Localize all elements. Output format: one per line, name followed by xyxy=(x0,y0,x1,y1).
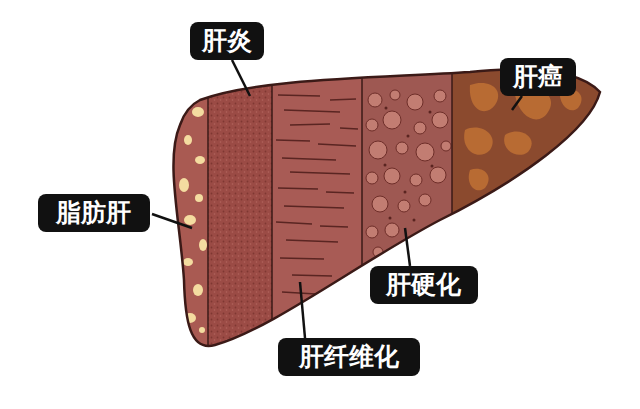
label-box: 肝癌 xyxy=(500,58,576,96)
label-text: 脂肪肝 xyxy=(56,198,150,228)
label-text: 肝炎 xyxy=(202,26,264,56)
liver-bands xyxy=(160,50,612,370)
label-text: 肝硬化 xyxy=(386,270,478,300)
label-text: 肝纤维化 xyxy=(299,342,420,372)
label-box: 肝炎 xyxy=(190,22,264,60)
label-box: 肝硬化 xyxy=(370,266,478,304)
label-text: 肝癌 xyxy=(513,62,576,92)
leader-lines xyxy=(152,60,522,338)
label-box: 肝纤维化 xyxy=(278,338,420,376)
label-box: 脂肪肝 xyxy=(38,194,150,232)
